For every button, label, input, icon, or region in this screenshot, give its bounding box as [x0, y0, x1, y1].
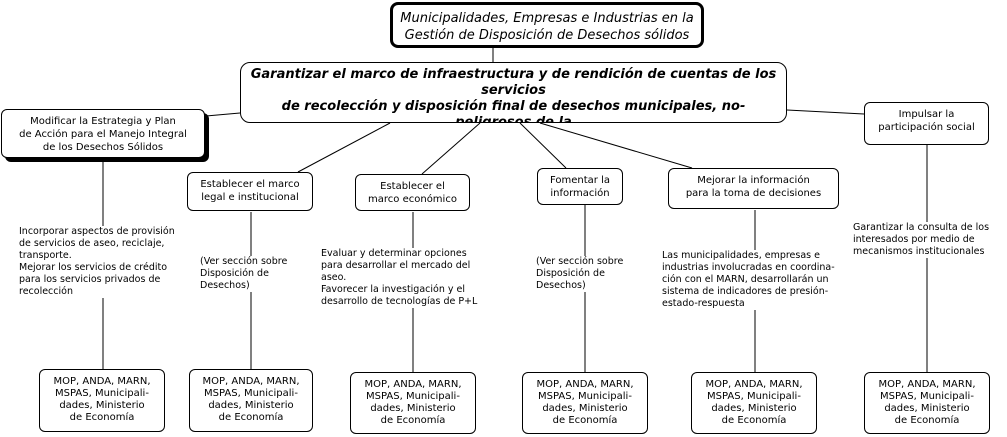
- main-objective[interactable]: Garantizar el marco de infraestructura y…: [240, 62, 787, 123]
- note-marco-economico: Evaluar y determinar opciones para desar…: [321, 248, 506, 308]
- actors-box-3[interactable]: MOP, ANDA, MARN, MSPAS, Municipali- dade…: [350, 372, 476, 434]
- node-fomentar-informacion[interactable]: Fomentar la información: [537, 168, 623, 205]
- root-topic[interactable]: Municipalidades, Empresas e Industrias e…: [390, 2, 704, 48]
- actors-box-6[interactable]: MOP, ANDA, MARN, MSPAS, Municipali- dade…: [864, 372, 990, 434]
- actors-box-5[interactable]: MOP, ANDA, MARN, MSPAS, Municipali- dade…: [691, 372, 817, 434]
- connector-main-node-5: [539, 122, 693, 169]
- node-participacion-social[interactable]: Impulsar la participación social: [864, 102, 989, 145]
- connector-main-node-3: [421, 122, 481, 175]
- note-modificar-estrategia: Incorporar aspectos de provisión de serv…: [19, 226, 189, 298]
- node-marco-economico[interactable]: Establecer el marco económico: [355, 174, 470, 211]
- note-marco-legal: (Ver sección sobre Disposición de Desech…: [200, 256, 310, 292]
- connector-main-node-4: [519, 122, 567, 169]
- actors-box-2[interactable]: MOP, ANDA, MARN, MSPAS, Municipali- dade…: [189, 369, 313, 432]
- actors-box-4[interactable]: MOP, ANDA, MARN, MSPAS, Municipali- dade…: [522, 372, 648, 434]
- note-fomentar-informacion: (Ver sección sobre Disposición de Desech…: [536, 256, 636, 292]
- node-mejorar-informacion[interactable]: Mejorar la información para la toma de d…: [668, 168, 839, 209]
- note-mejorar-informacion: Las municipalidades, empresas e industri…: [662, 250, 848, 310]
- actors-box-1[interactable]: MOP, ANDA, MARN, MSPAS, Municipali- dade…: [39, 369, 165, 432]
- node-modificar-estrategia[interactable]: Modificar la Estrategia y Plan de Acción…: [1, 109, 205, 158]
- node-marco-legal[interactable]: Establecer el marco legal e instituciona…: [187, 172, 313, 211]
- connector-main-node-1: [205, 112, 241, 117]
- connector-main-node-6: [786, 109, 865, 115]
- note-participacion-social: Garantizar la consulta de los interesado…: [853, 222, 1005, 258]
- connector-main-node-2: [297, 122, 391, 173]
